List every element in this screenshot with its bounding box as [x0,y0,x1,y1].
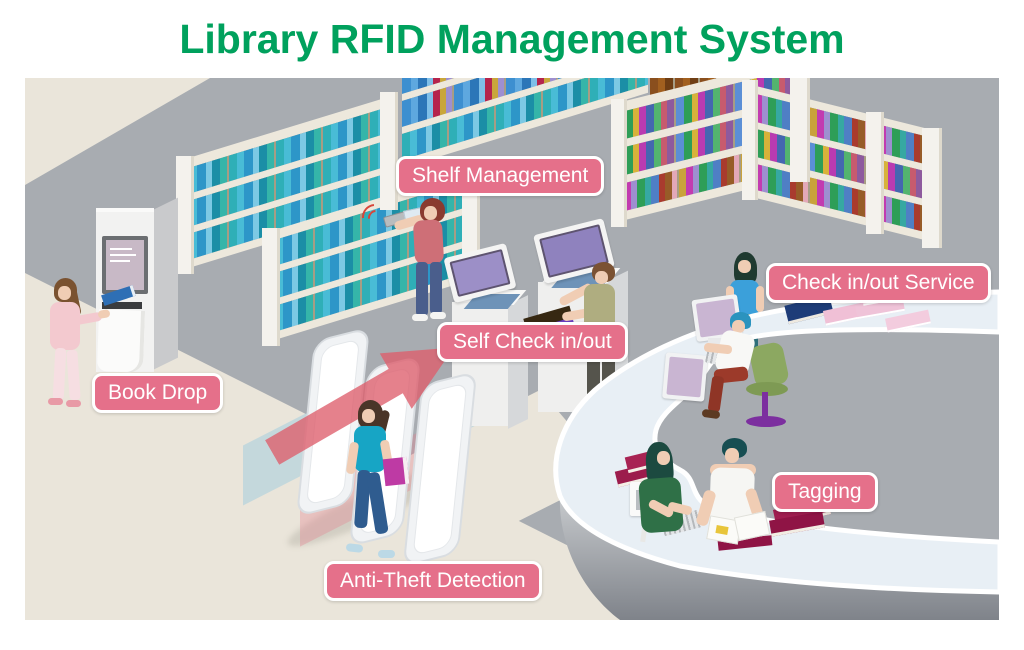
shelf-end-panel [611,99,627,227]
person-shoe [430,312,446,319]
shelf-end-panel [176,156,194,274]
person-face [424,206,437,220]
staff-seated-checkout [700,308,796,430]
label-anti-theft-detection: Anti-Theft Detection [324,561,542,601]
person-face [725,448,739,463]
chair-pole [762,392,768,420]
staff-tagging-man [695,438,778,550]
person-hand [97,309,111,319]
librarian-shelf-scanning [356,196,466,332]
person-torso [412,219,445,265]
person-shoe [66,400,81,407]
person-shoe [48,398,63,405]
open-book-being-tagged [704,508,784,556]
shelf-end-panel [922,128,942,248]
person-face [362,409,375,423]
person-shoe [701,408,721,420]
person-arm [703,342,733,355]
person-face [738,260,751,273]
person-face [657,451,670,465]
chair-base [746,416,786,427]
person-leg [52,347,67,401]
label-tagging: Tagging [772,472,878,512]
person-shoe [378,550,395,558]
patron-walking-gates [344,400,414,564]
label-shelf-management: Shelf Management [396,156,605,196]
shelf-end-panel [742,80,758,200]
patron-book-drop [42,276,112,412]
person-face [595,271,608,284]
person-leg [416,262,428,316]
kiosk-side-panel [508,295,528,429]
person-face [732,320,745,333]
magenta-book [382,456,410,487]
person-arm [756,286,764,312]
shelf-end-panel [866,112,884,234]
library-scene-illustration: Shelf Management Check in/out Service Se… [25,78,999,620]
person-leg [66,349,81,401]
shelf-end-panel [380,92,398,210]
person-leg [430,262,442,314]
label-book-drop: Book Drop [92,373,224,413]
label-self-check-in-out: Self Check in/out [437,322,628,362]
kiosk-return-slot [102,302,142,309]
shelf-end-panel [262,228,280,346]
staff-tagging-woman [638,441,700,546]
label-check-in-out-service: Check in/out Service [766,263,991,303]
person-shoe [412,314,428,321]
office-chair-seat [746,382,788,396]
shelf-end-panel [790,78,810,182]
person-torso [50,302,80,350]
kiosk-side-panel [152,197,178,371]
person-shin [707,375,725,413]
book-drop-kiosk [88,196,184,376]
kiosk-screen [102,236,148,294]
person-shoe [345,543,364,553]
person-face [58,286,71,300]
page-title: Library RFID Management System [179,16,845,62]
